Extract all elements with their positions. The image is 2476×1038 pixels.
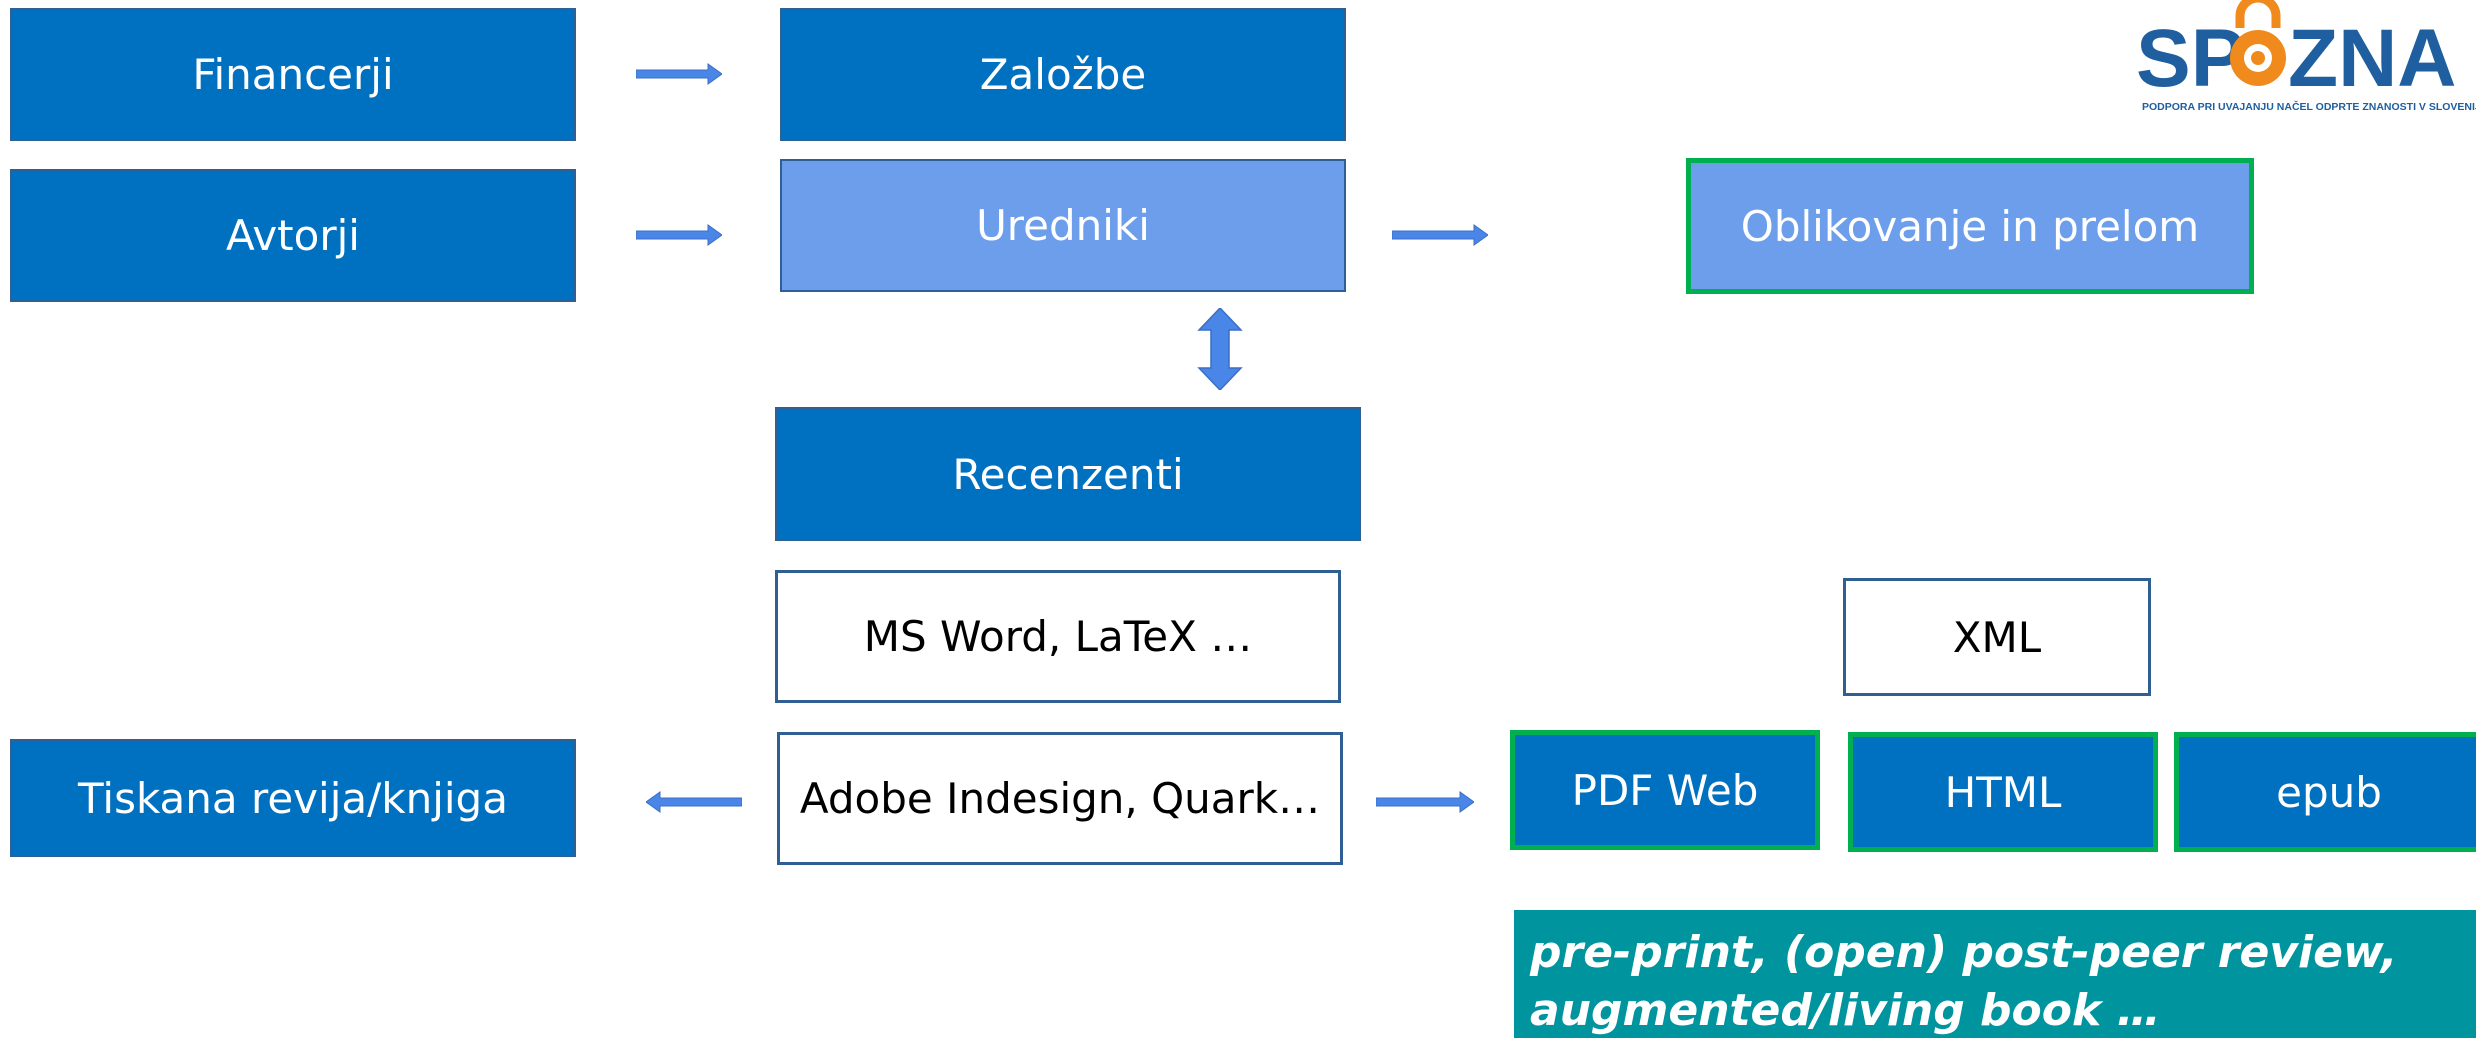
- note-line-2: augmented/living book …: [1530, 985, 2161, 1036]
- svg-text:ZNA: ZNA: [2288, 13, 2457, 104]
- note-banner: pre-print, (open) post-peer review, augm…: [1514, 910, 2476, 1038]
- svg-text:SP: SP: [2136, 13, 2245, 104]
- box-oblikovanje-label: Oblikovanje in prelom: [1740, 201, 2200, 251]
- box-xml-label: XML: [1952, 612, 2042, 662]
- box-tiskana: Tiskana revija/knjiga: [10, 739, 576, 857]
- box-tiskana-label: Tiskana revija/knjiga: [78, 773, 508, 823]
- box-avtorji: Avtorji: [10, 169, 576, 302]
- box-financerji: Financerji: [10, 8, 576, 141]
- box-financerji-label: Financerji: [192, 50, 394, 99]
- box-epub-label: epub: [2276, 767, 2382, 817]
- logo: SP ZNA PODPORA PRI UVAJANJU NAČEL ODPRTE…: [2136, 0, 2476, 118]
- arrow-financerji-zalozbe: [636, 63, 722, 85]
- arrow-uredniki-oblikovanje: [1392, 224, 1488, 246]
- box-oblikovanje: Oblikovanje in prelom: [1686, 158, 2254, 294]
- box-pdf-web-label: PDF Web: [1571, 765, 1759, 815]
- box-adobe: Adobe Indesign, Quark…: [777, 732, 1343, 865]
- box-zalozbe: Založbe: [780, 8, 1346, 141]
- arrow-adobe-pdf: [1376, 791, 1474, 813]
- note-line-1: pre-print, (open) post-peer review,: [1530, 927, 2398, 978]
- box-avtorji-label: Avtorji: [226, 211, 360, 260]
- box-epub: epub: [2174, 732, 2476, 852]
- box-uredniki: Uredniki: [780, 159, 1346, 292]
- arrow-uredniki-recenzenti: [1197, 308, 1243, 390]
- box-adobe-label: Adobe Indesign, Quark…: [799, 774, 1321, 823]
- arrow-avtorji-uredniki: [636, 224, 722, 246]
- box-html-label: HTML: [1944, 767, 2062, 817]
- box-ms-word-label: MS Word, LaTeX …: [863, 612, 1253, 661]
- arrow-adobe-tiskana: [646, 791, 742, 813]
- logo-tagline: PODPORA PRI UVAJANJU NAČEL ODPRTE ZNANOS…: [2142, 100, 2476, 113]
- box-ms-word: MS Word, LaTeX …: [775, 570, 1341, 703]
- box-xml: XML: [1843, 578, 2151, 696]
- box-pdf-web: PDF Web: [1510, 730, 1820, 850]
- box-recenzenti-label: Recenzenti: [952, 449, 1184, 499]
- box-zalozbe-label: Založbe: [979, 50, 1147, 99]
- box-uredniki-label: Uredniki: [976, 201, 1150, 250]
- box-html: HTML: [1848, 732, 2158, 852]
- logo-mark: SP ZNA PODPORA PRI UVAJANJU NAČEL ODPRTE…: [2136, 0, 2476, 113]
- box-recenzenti: Recenzenti: [775, 407, 1361, 541]
